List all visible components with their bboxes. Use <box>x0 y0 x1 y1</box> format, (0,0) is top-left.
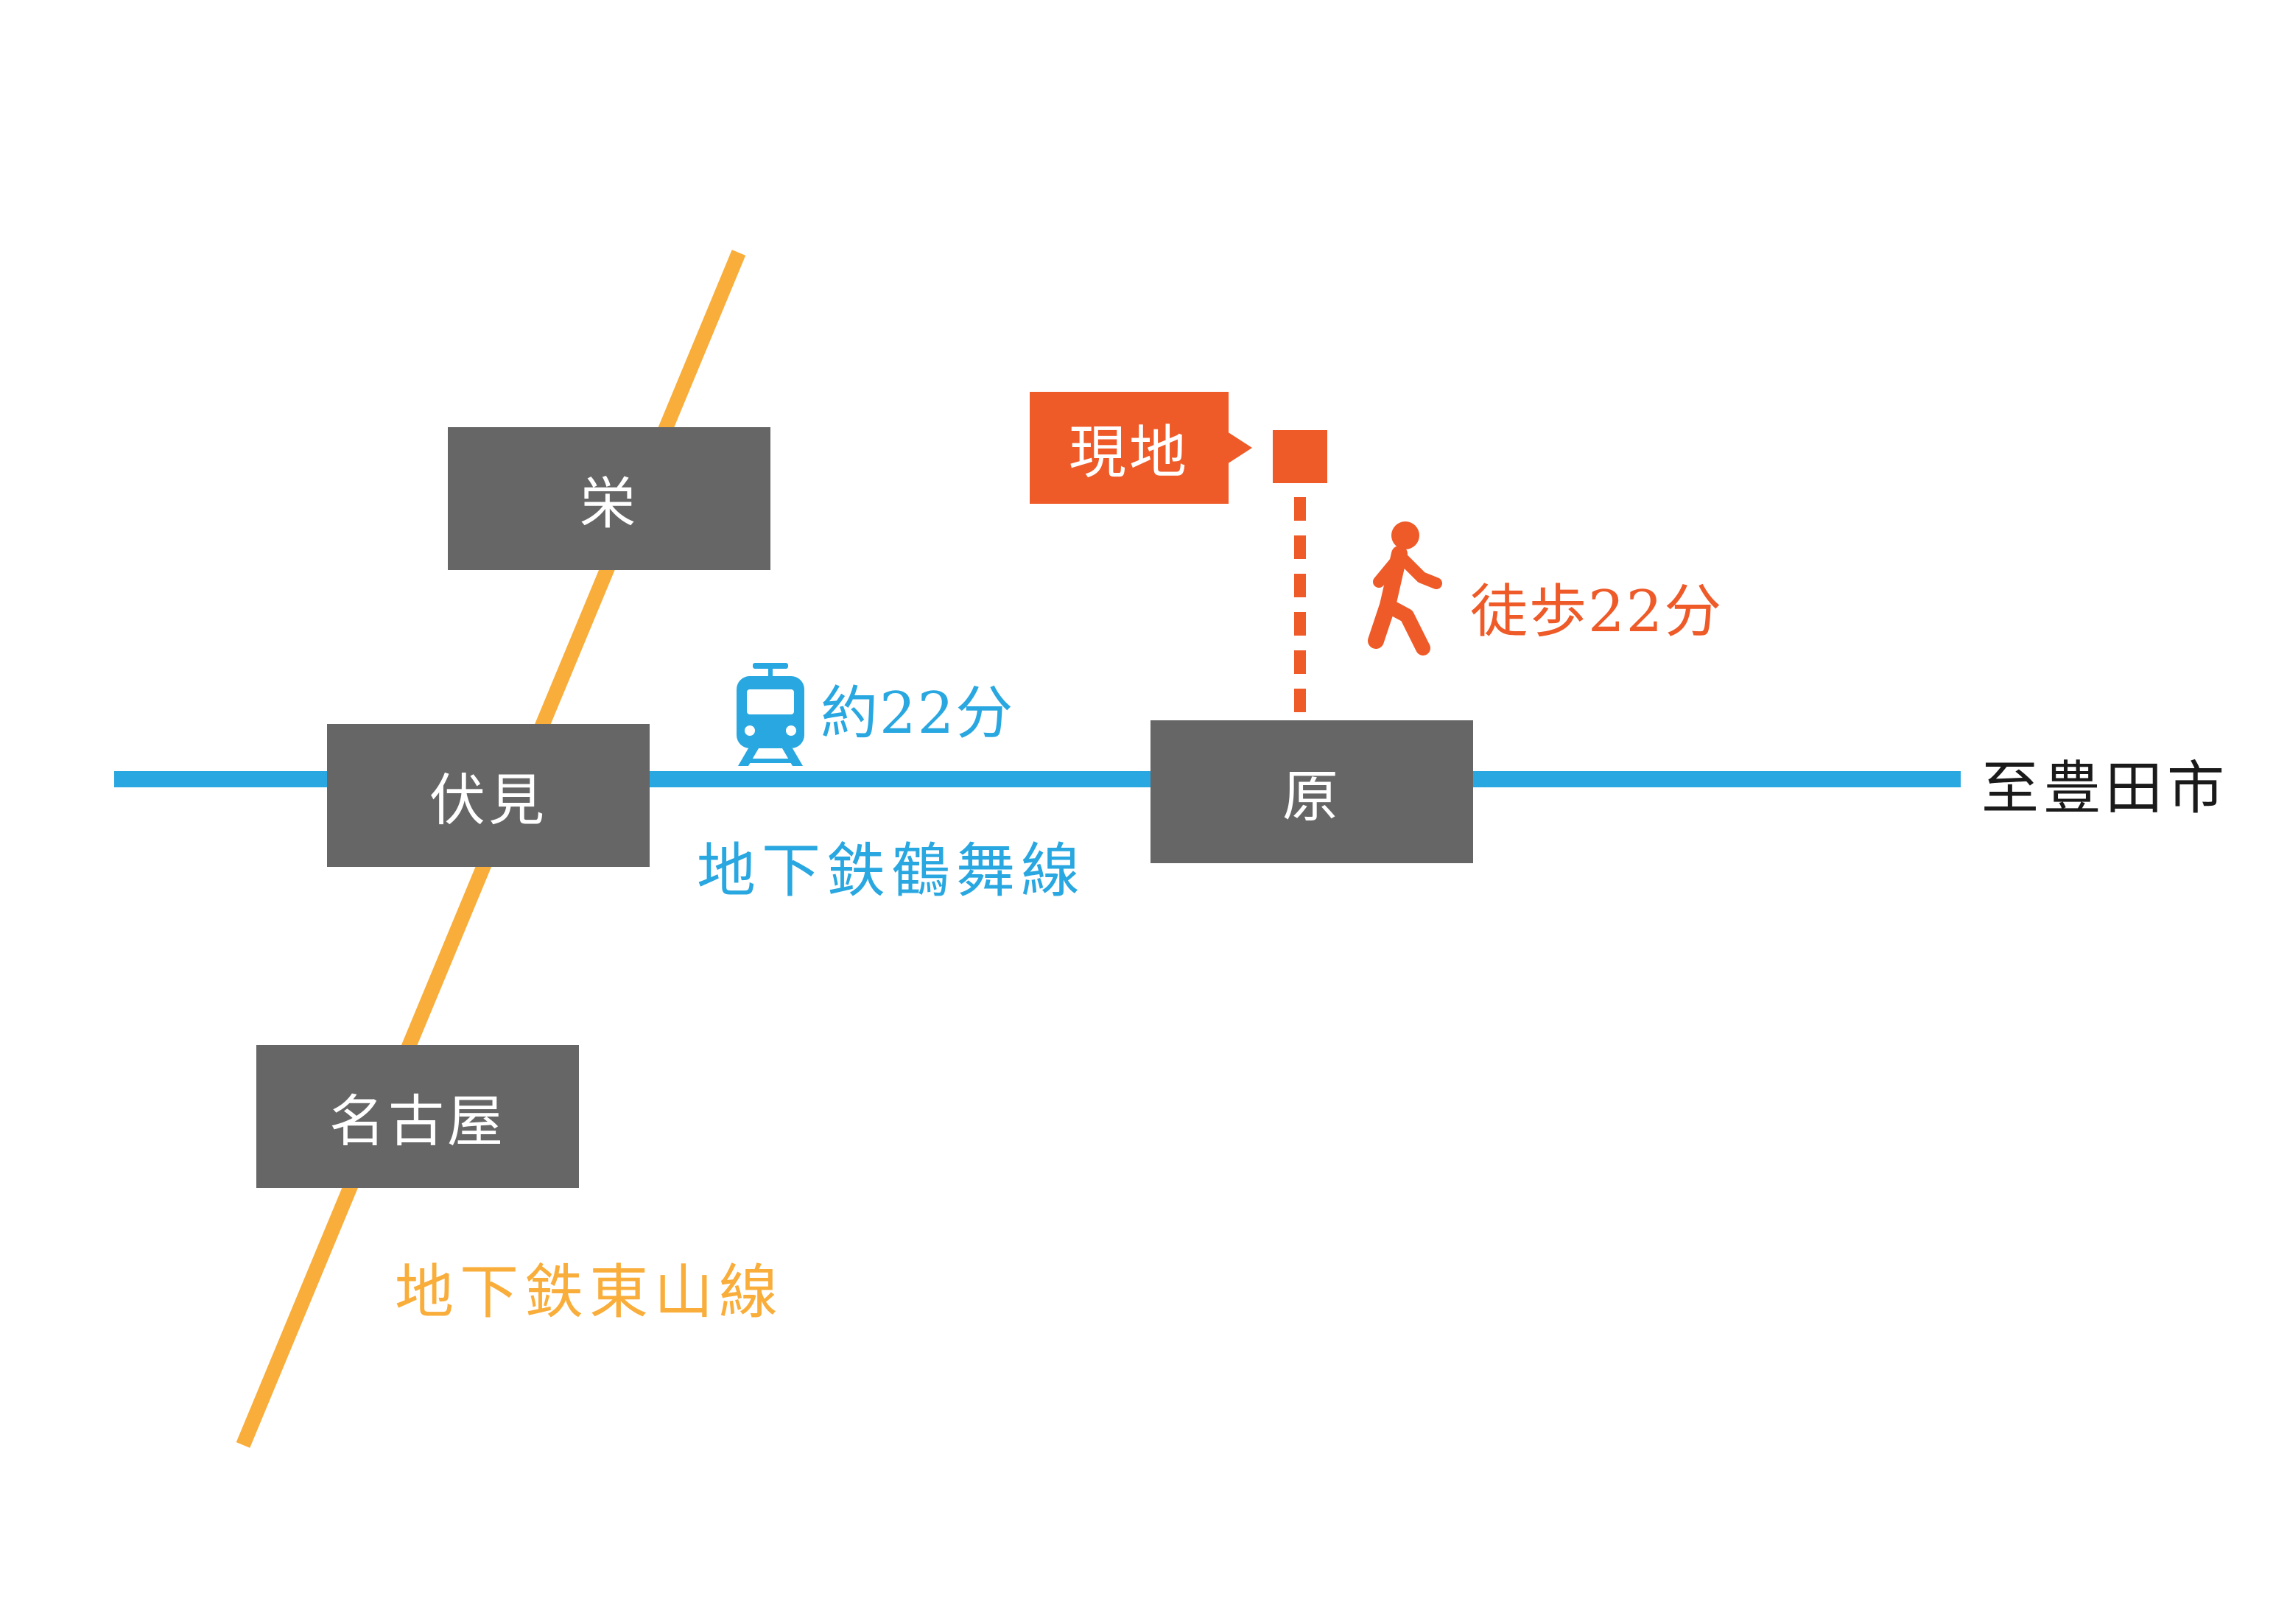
walk-time-label: 徒歩22分 <box>1470 579 1724 645</box>
station-hara-label: 原 <box>1282 764 1341 829</box>
train-time-label: 約22分 <box>821 681 1015 747</box>
direction-label: 至豊田市 <box>1981 756 2230 822</box>
station-nagoya-label: 名古屋 <box>329 1089 506 1154</box>
tsurumai-line-label: 地下鉄鶴舞線 <box>697 837 1086 905</box>
callout-pointer <box>1227 432 1252 464</box>
destination-label: 現地 <box>1068 420 1190 486</box>
destination-marker <box>1273 430 1327 483</box>
walking-person-icon <box>1368 521 1442 655</box>
station-sakae: 栄 <box>448 427 770 570</box>
station-nagoya: 名古屋 <box>256 1045 579 1188</box>
station-hara: 原 <box>1150 720 1473 863</box>
station-fushimi: 伏見 <box>327 724 650 867</box>
station-sakae-label: 栄 <box>580 471 639 536</box>
destination-callout: 現地 <box>1030 392 1229 504</box>
higashiyama-line-label: 地下鉄東山線 <box>395 1258 784 1326</box>
station-fushimi-label: 伏見 <box>429 767 547 833</box>
train-icon <box>737 663 804 766</box>
